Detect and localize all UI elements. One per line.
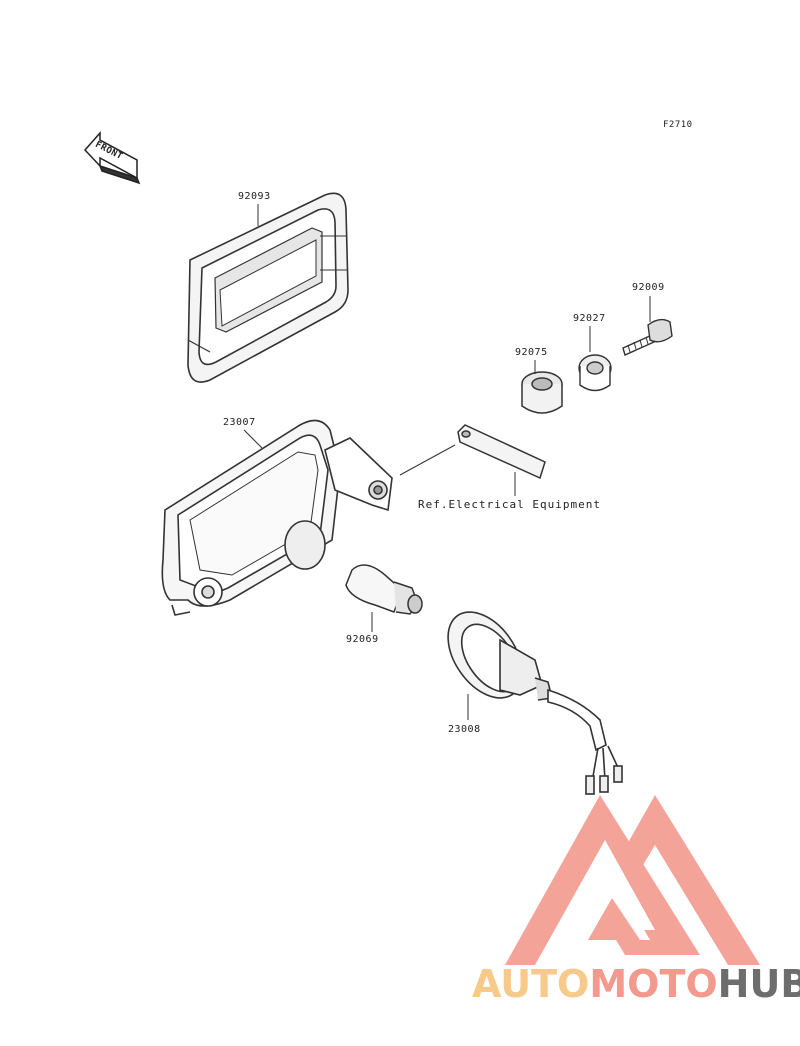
part-number-92069: 92069	[346, 634, 379, 645]
screw-part	[622, 318, 673, 356]
bulb-part	[345, 564, 423, 615]
front-arrow-icon	[83, 131, 141, 185]
collar-part	[578, 354, 612, 392]
gasket-part	[187, 192, 349, 383]
part-number-92027: 92027	[573, 313, 606, 324]
watermark-logo-icon	[505, 795, 760, 965]
leader-bracket	[399, 444, 456, 476]
part-number-92093: 92093	[238, 191, 271, 202]
leader-23007	[243, 429, 263, 449]
brand-hub: HUB	[717, 962, 800, 1006]
figure-code: F2710	[663, 120, 693, 130]
bracket-part	[457, 424, 546, 480]
headlamp-housing-part	[161, 419, 393, 616]
brand-auto: AUTO	[472, 962, 590, 1006]
damper-part	[521, 371, 563, 414]
part-number-92075: 92075	[515, 347, 548, 358]
brand-moto: MOTO	[589, 962, 718, 1006]
part-number-92009: 92009	[632, 282, 665, 293]
part-number-23008: 23008	[448, 724, 481, 735]
watermark-brand: AUTOMOTOHUB	[472, 962, 800, 1006]
socket-assembly-part	[447, 611, 623, 795]
part-number-23007: 23007	[223, 417, 256, 428]
reference-note: Ref.Electrical Equipment	[418, 498, 601, 511]
